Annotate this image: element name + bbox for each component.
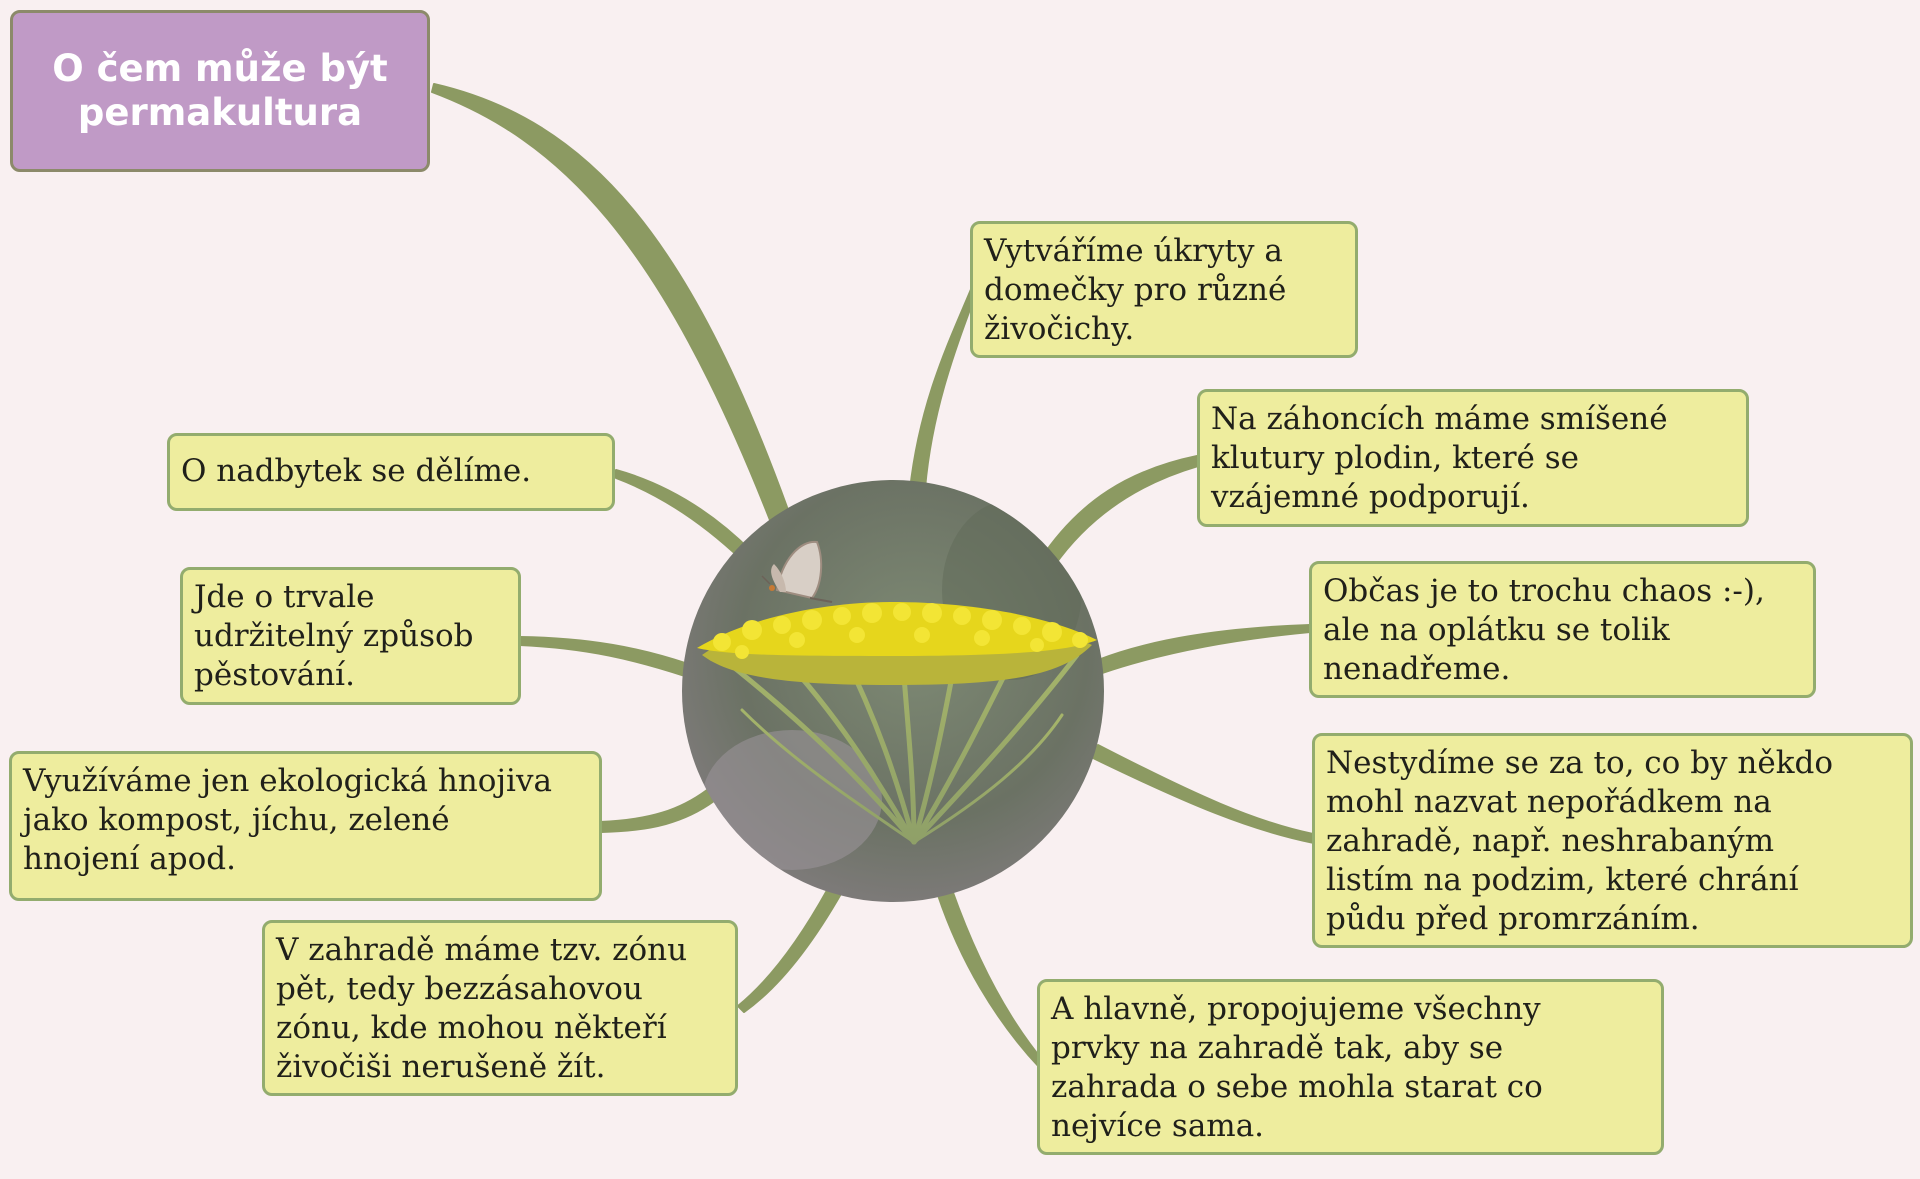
node-hnojiva[interactable]: Využíváme jen ekologická hnojiva jako ko…: [9, 751, 602, 901]
node-chaos[interactable]: Občas je to trochu chaos :-), ale na opl…: [1309, 561, 1816, 698]
center-photo: [682, 480, 1104, 902]
branch-hnojiva: [599, 789, 715, 833]
butterfly-icon: [761, 540, 833, 603]
branch-neporadek: [1090, 744, 1315, 844]
node-ukryty[interactable]: Vytváříme úkryty a domečky pro různé živ…: [970, 221, 1358, 358]
node-udrzitelny[interactable]: Jde o trvale udržitelný způsob pěstování…: [180, 567, 521, 705]
title-text: O čem může být permakultura: [52, 47, 388, 134]
flower-head: [697, 602, 1097, 685]
node-zahonci[interactable]: Na záhoncích máme smíšené klutury plodin…: [1197, 389, 1749, 527]
node-nadbytek[interactable]: O nadbytek se dělíme.: [167, 433, 615, 511]
node-zona[interactable]: V zahradě máme tzv. zónu pět, tedy bezzá…: [262, 920, 738, 1096]
branch-zahonci: [1039, 455, 1199, 567]
branch-udrzitelny: [519, 636, 689, 677]
node-neporadek[interactable]: Nestydíme se za to, co by někdo mohl naz…: [1312, 733, 1913, 948]
title-node[interactable]: O čem může být permakultura: [10, 10, 430, 172]
branch-nadbytek: [615, 469, 753, 561]
branch-propojujeme: [937, 889, 1045, 1069]
branch-zona: [737, 884, 843, 1013]
branch-chaos: [1097, 624, 1311, 674]
branch-ukryty: [909, 286, 977, 491]
node-propojujeme[interactable]: A hlavně, propojujeme všechny prvky na z…: [1037, 979, 1664, 1155]
